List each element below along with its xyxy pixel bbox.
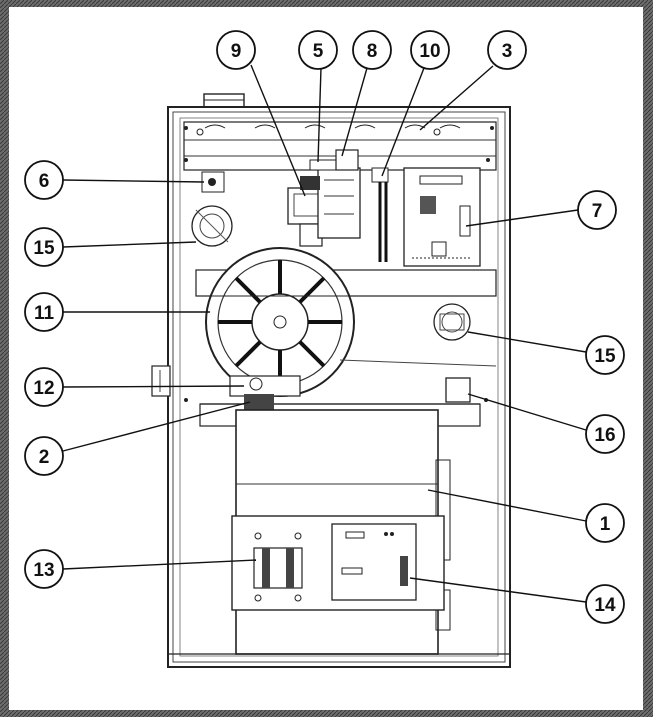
callout-5-label: 5 — [313, 41, 324, 62]
callout-14-label: 14 — [594, 595, 616, 616]
callout-10: 10 — [410, 30, 450, 70]
callout-15-right: 15 — [585, 335, 625, 375]
callout-16-label: 16 — [594, 425, 615, 446]
callout-5: 5 — [298, 30, 338, 70]
callout-12-label: 12 — [33, 378, 54, 399]
callout-8-label: 8 — [367, 41, 378, 62]
rollout-switch — [244, 377, 274, 410]
callout-2-label: 2 — [39, 447, 50, 468]
callout-14: 14 — [585, 584, 625, 624]
callout-6-label: 6 — [39, 171, 50, 192]
callout-15-right-label: 15 — [594, 346, 616, 367]
leader-lines — [62, 64, 587, 603]
inducer-blower — [195, 247, 497, 397]
blower-control-board — [331, 523, 417, 601]
callout-10-label: 10 — [419, 41, 440, 62]
callout-3: 3 — [487, 30, 527, 70]
callout-15-left-label: 15 — [33, 238, 55, 259]
pressure-switch-right — [433, 303, 471, 341]
callout-1-label: 1 — [600, 514, 611, 535]
callout-8: 8 — [352, 30, 392, 70]
callout-3-label: 3 — [502, 41, 513, 62]
callout-7: 7 — [577, 190, 617, 230]
callout-13-label: 13 — [33, 560, 54, 581]
callout-7-label: 7 — [592, 201, 603, 222]
control-board — [403, 167, 481, 267]
gas-valve — [287, 159, 361, 247]
transformer — [253, 532, 303, 602]
pressure-switch-left — [191, 205, 233, 247]
callout-11-label: 11 — [34, 303, 55, 324]
pressure-switch-upper — [201, 171, 225, 193]
callout-6: 6 — [24, 160, 64, 200]
limit-switch — [445, 377, 471, 403]
callout-1: 1 — [585, 503, 625, 543]
callout-2: 2 — [24, 436, 64, 476]
callout-15-left: 15 — [24, 227, 64, 267]
callout-11: 11 — [24, 292, 64, 332]
callout-9: 9 — [216, 30, 256, 70]
callout-13: 13 — [24, 549, 64, 589]
callout-16: 16 — [585, 414, 625, 454]
gas-pipe — [335, 149, 359, 171]
callout-12: 12 — [24, 367, 64, 407]
flue-collar — [203, 93, 245, 109]
callout-9-label: 9 — [231, 41, 242, 62]
